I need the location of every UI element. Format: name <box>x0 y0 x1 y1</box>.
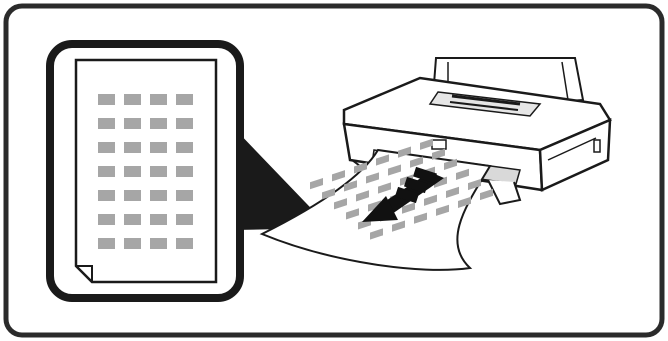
sheet-cell <box>124 94 141 105</box>
sheet-cell <box>150 118 167 129</box>
paper-cell <box>398 146 411 158</box>
paper-cell <box>356 190 369 202</box>
sheet-cell <box>124 142 141 153</box>
paper-cell <box>402 202 415 214</box>
magnified-sheet-panel <box>46 40 244 302</box>
paper-cell <box>446 186 459 198</box>
paper-cell <box>378 182 391 194</box>
paper-output-arrow-icon <box>362 166 444 222</box>
printed-sheet-icon <box>74 58 218 284</box>
sheet-cell <box>150 190 167 201</box>
sheet-cell <box>98 238 115 249</box>
sheet-cell <box>124 166 141 177</box>
paper-cell <box>366 172 379 184</box>
magnifier-wedge <box>234 128 330 230</box>
paper-cell <box>334 198 347 210</box>
paper-cell <box>414 212 427 224</box>
sheet-cell <box>176 190 193 201</box>
sheet-cell <box>150 94 167 105</box>
paper-cell <box>376 154 389 166</box>
sheet-cell <box>176 166 193 177</box>
sheet-cell <box>98 214 115 225</box>
paper-cell <box>332 170 345 182</box>
paper-cell <box>432 148 445 160</box>
paper-cell <box>420 138 433 150</box>
sheet-cell <box>98 142 115 153</box>
output-paper <box>259 138 493 271</box>
paper-cell <box>346 208 359 220</box>
paper-cell <box>322 188 335 200</box>
sheet-cell <box>150 142 167 153</box>
sheet-cell <box>176 238 193 249</box>
paper-cell <box>480 188 493 201</box>
sheet-cell <box>124 238 141 249</box>
paper-cell <box>424 194 437 206</box>
paper-cell <box>444 158 457 170</box>
sheet-cell <box>150 214 167 225</box>
sheet-cell <box>176 142 193 153</box>
sheet-cell <box>98 166 115 177</box>
sheet-cell <box>150 166 167 177</box>
power-button-icon <box>431 139 447 150</box>
paper-cell <box>344 180 357 192</box>
sheet-cell <box>124 190 141 201</box>
sheet-cell <box>176 118 193 129</box>
sheet-cell <box>98 190 115 201</box>
paper-cell <box>458 196 471 209</box>
paper-cell <box>388 164 401 176</box>
sheet-cell <box>124 214 141 225</box>
paper-cell <box>310 178 323 190</box>
paper-cell <box>410 156 423 168</box>
printer-icon <box>342 57 612 206</box>
paper-cell <box>354 162 367 174</box>
sheet-cell <box>176 94 193 105</box>
sheet-cell <box>124 118 141 129</box>
paper-cell <box>368 200 381 212</box>
paper-cell <box>468 178 481 191</box>
sheet-cell <box>98 118 115 129</box>
paper-cell <box>436 204 449 216</box>
paper-cell <box>456 168 469 181</box>
sheet-cell <box>150 238 167 249</box>
sheet-cell <box>98 94 115 105</box>
paper-cell <box>370 228 383 240</box>
paper-cell <box>392 220 405 232</box>
sheet-cell <box>176 214 193 225</box>
sheet-cell-grid <box>98 94 193 249</box>
paper-cell <box>434 176 447 188</box>
